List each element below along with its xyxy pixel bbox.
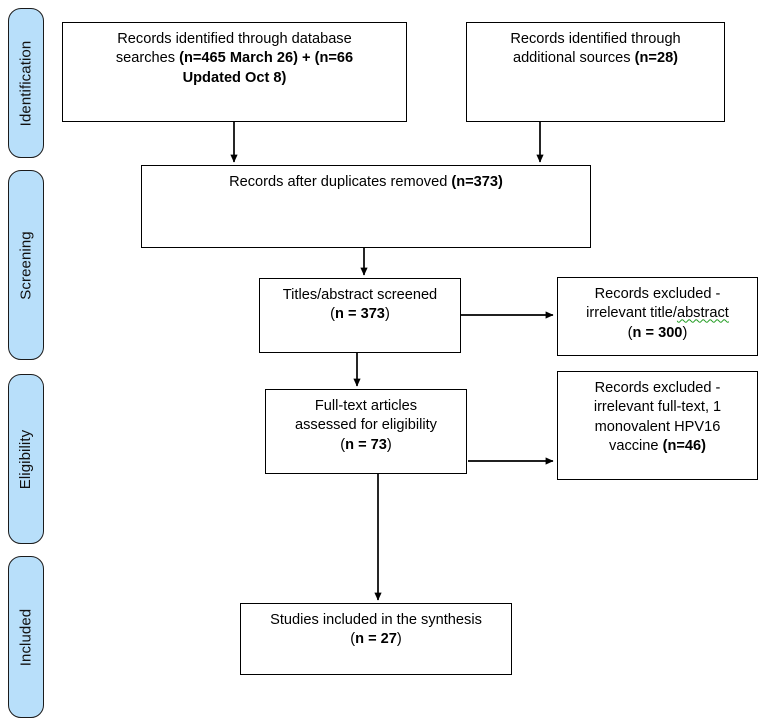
box-text-titles-screened: Titles/abstract screened (n = 373)	[277, 286, 443, 325]
titles-screened-line2-bold: n = 373	[335, 306, 385, 323]
box-text-studies-included: Studies included in the synthesis (n = 27…	[264, 611, 488, 650]
box-studies-included: Studies included in the synthesis (n = 27…	[240, 603, 512, 675]
box-records-excluded-fulltext: Records excluded - irrelevant full-text, …	[557, 371, 758, 480]
studies-included-line2-prefix: (	[350, 631, 356, 648]
box-text-duplicates-removed: Records after duplicates removed (n=373)	[223, 173, 509, 192]
titles-screened-line2-prefix: (	[330, 306, 336, 323]
fulltext-assessed-line2: assessed for eligibility	[295, 417, 437, 434]
studies-included-line1: Studies included in the synthesis	[270, 612, 482, 628]
box-text-fulltext-assessed: Full-text articles assessed for eligibili…	[289, 397, 443, 455]
stage-label-included: Included	[17, 608, 35, 666]
excluded-fulltext-line1: Records excluded -	[594, 380, 721, 396]
database-searches-line2-bold: (n=465 March 26) + (n=66	[179, 50, 354, 67]
box-fulltext-assessed: Full-text articles assessed for eligibili…	[265, 389, 467, 474]
stage-pill-eligibility: Eligibility	[8, 374, 44, 544]
stage-label-identification: Identification	[17, 40, 35, 126]
box-text-additional-sources: Records identified through additional sou…	[504, 30, 686, 69]
additional-sources-line1: Records identified through	[510, 31, 681, 47]
database-searches-line2-normal: searches	[115, 50, 180, 67]
stage-label-eligibility: Eligibility	[17, 429, 35, 489]
stage-pill-screening: Screening	[8, 170, 44, 360]
stage-label-screening: Screening	[17, 230, 35, 300]
duplicates-removed-line1-normal: Records after duplicates removed	[229, 174, 452, 190]
stage-pill-included: Included	[8, 556, 44, 718]
box-records-database-searches: Records identified through database searc…	[62, 22, 407, 122]
additional-sources-line2-bold: (n=28)	[634, 50, 679, 67]
additional-sources-line2-normal: additional sources	[512, 50, 635, 67]
excluded-fulltext-line2: irrelevant full-text, 1	[593, 399, 722, 416]
box-titles-abstracts-screened: Titles/abstract screened (n = 373)	[259, 278, 461, 353]
excluded-fulltext-line4-bold: (n=46)	[662, 438, 706, 455]
fulltext-assessed-line3-bold: n = 73	[345, 436, 387, 453]
studies-included-line2-bold: n = 27	[355, 631, 397, 648]
fulltext-assessed-line3-suffix: )	[386, 436, 392, 453]
box-text-database-searches: Records identified through database searc…	[110, 30, 359, 88]
fulltext-assessed-line1: Full-text articles	[314, 398, 418, 414]
studies-included-line2-suffix: )	[396, 631, 402, 648]
database-searches-line3-bold: Updated Oct 8)	[182, 69, 287, 86]
excluded-titles-line3-prefix: (	[627, 324, 633, 341]
excluded-titles-line2-spellcheck: abstract	[676, 305, 729, 322]
excluded-fulltext-line4-normal: vaccine	[609, 438, 663, 455]
duplicates-removed-line1-bold: (n=373)	[451, 174, 503, 190]
box-records-after-duplicates: Records after duplicates removed (n=373)	[141, 165, 591, 248]
excluded-titles-line1: Records excluded -	[594, 286, 721, 302]
box-text-excluded-fulltext: Records excluded - irrelevant full-text, …	[588, 379, 727, 457]
excluded-titles-line3-suffix: )	[682, 324, 688, 341]
excluded-titles-line3-bold: n = 300	[632, 324, 683, 341]
database-searches-line1: Records identified through database	[117, 31, 352, 47]
fulltext-assessed-line3-prefix: (	[340, 436, 346, 453]
box-records-additional-sources: Records identified through additional sou…	[466, 22, 725, 122]
titles-screened-line2-suffix: )	[384, 306, 390, 323]
box-text-excluded-titles: Records excluded - irrelevant title/abstr…	[580, 285, 735, 343]
stage-pill-identification: Identification	[8, 8, 44, 158]
excluded-titles-line2-pre: irrelevant title/	[586, 305, 677, 322]
titles-screened-line1: Titles/abstract screened	[282, 287, 438, 303]
excluded-fulltext-line3: monovalent HPV16	[594, 418, 721, 435]
box-records-excluded-title-abstract: Records excluded - irrelevant title/abstr…	[557, 277, 758, 356]
